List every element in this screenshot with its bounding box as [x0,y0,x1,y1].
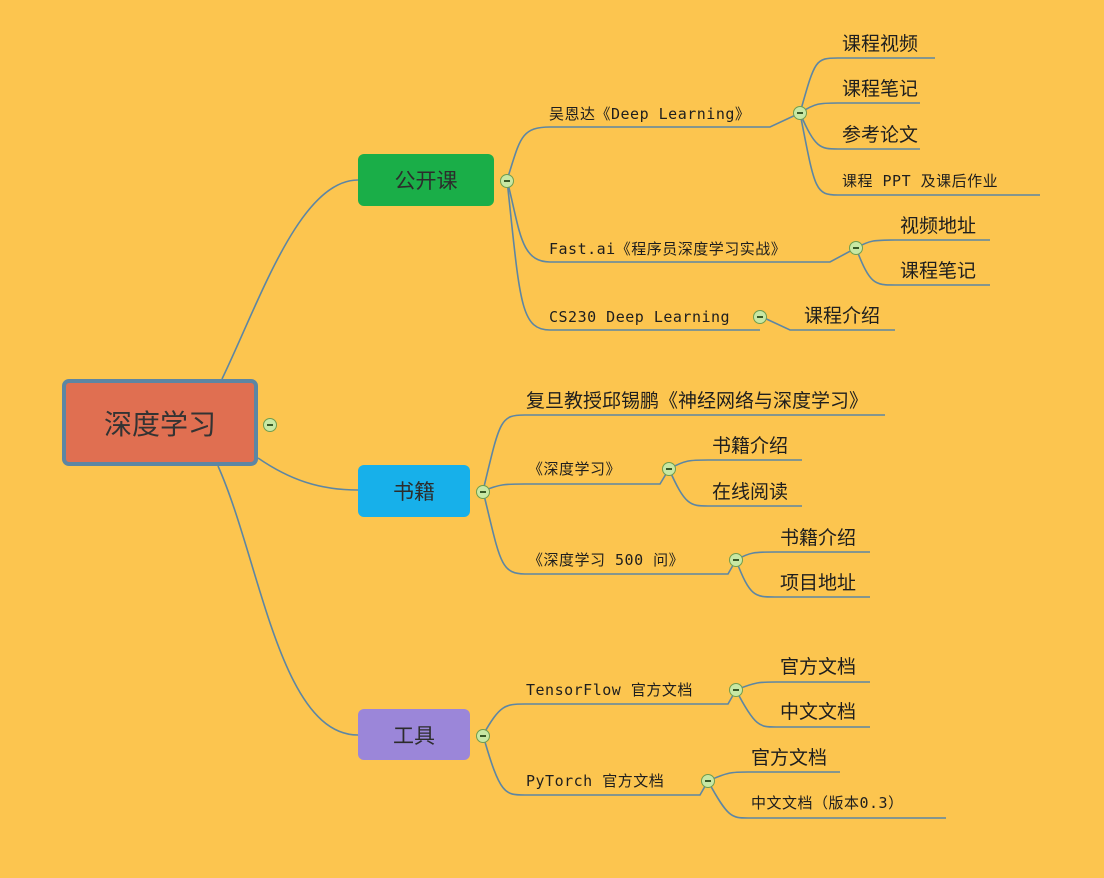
leaf-topic[interactable]: 中文文档 [780,701,857,723]
leaf-topic[interactable]: 课程笔记 [900,260,977,282]
leaf-topic[interactable]: 在线阅读 [712,481,789,503]
leaf-topic[interactable]: 书籍介绍 [712,435,789,457]
leaf-topic[interactable]: 课程介绍 [804,305,881,327]
leaf-topic[interactable]: 项目地址 [780,572,857,594]
topic-fudan-book[interactable]: 复旦教授邱锡鹏《神经网络与深度学习》 [526,390,869,412]
collapse-toggle-icon[interactable] [701,774,715,788]
root-topic[interactable]: 深度学习 [62,379,258,466]
collapse-toggle-icon[interactable] [729,553,743,567]
topic-fastai[interactable]: Fast.ai《程序员深度学习实战》 [549,240,787,258]
leaf-topic[interactable]: 官方文档 [780,656,857,678]
topic-deep-learning-book[interactable]: 《深度学习》 [528,460,622,478]
topic-pytorch[interactable]: PyTorch 官方文档 [526,772,665,790]
leaf-topic[interactable]: 书籍介绍 [780,527,857,549]
branch-courses[interactable]: 公开课 [358,154,494,206]
leaf-topic[interactable]: 课程 PPT 及课后作业 [842,172,999,190]
leaf-topic[interactable]: 视频地址 [900,215,977,237]
collapse-toggle-icon[interactable] [849,241,863,255]
leaf-topic[interactable]: 官方文档 [751,747,828,769]
collapse-toggle-icon[interactable] [793,106,807,120]
collapse-toggle-icon[interactable] [729,683,743,697]
collapse-toggle-icon[interactable] [263,418,277,432]
collapse-toggle-icon[interactable] [476,485,490,499]
topic-andrew-ng[interactable]: 吴恩达《Deep Learning》 [549,105,751,123]
collapse-toggle-icon[interactable] [476,729,490,743]
leaf-topic[interactable]: 课程笔记 [842,78,919,100]
collapse-toggle-icon[interactable] [753,310,767,324]
topic-500-questions[interactable]: 《深度学习 500 问》 [528,551,685,569]
topic-tensorflow[interactable]: TensorFlow 官方文档 [526,681,693,699]
branch-books[interactable]: 书籍 [358,465,470,517]
leaf-topic[interactable]: 中文文档（版本0.3） [751,794,904,812]
branch-tools[interactable]: 工具 [358,709,470,760]
collapse-toggle-icon[interactable] [500,174,514,188]
leaf-topic[interactable]: 参考论文 [842,124,919,146]
collapse-toggle-icon[interactable] [662,462,676,476]
topic-cs230[interactable]: CS230 Deep Learning [549,308,731,326]
leaf-topic[interactable]: 课程视频 [842,33,919,55]
